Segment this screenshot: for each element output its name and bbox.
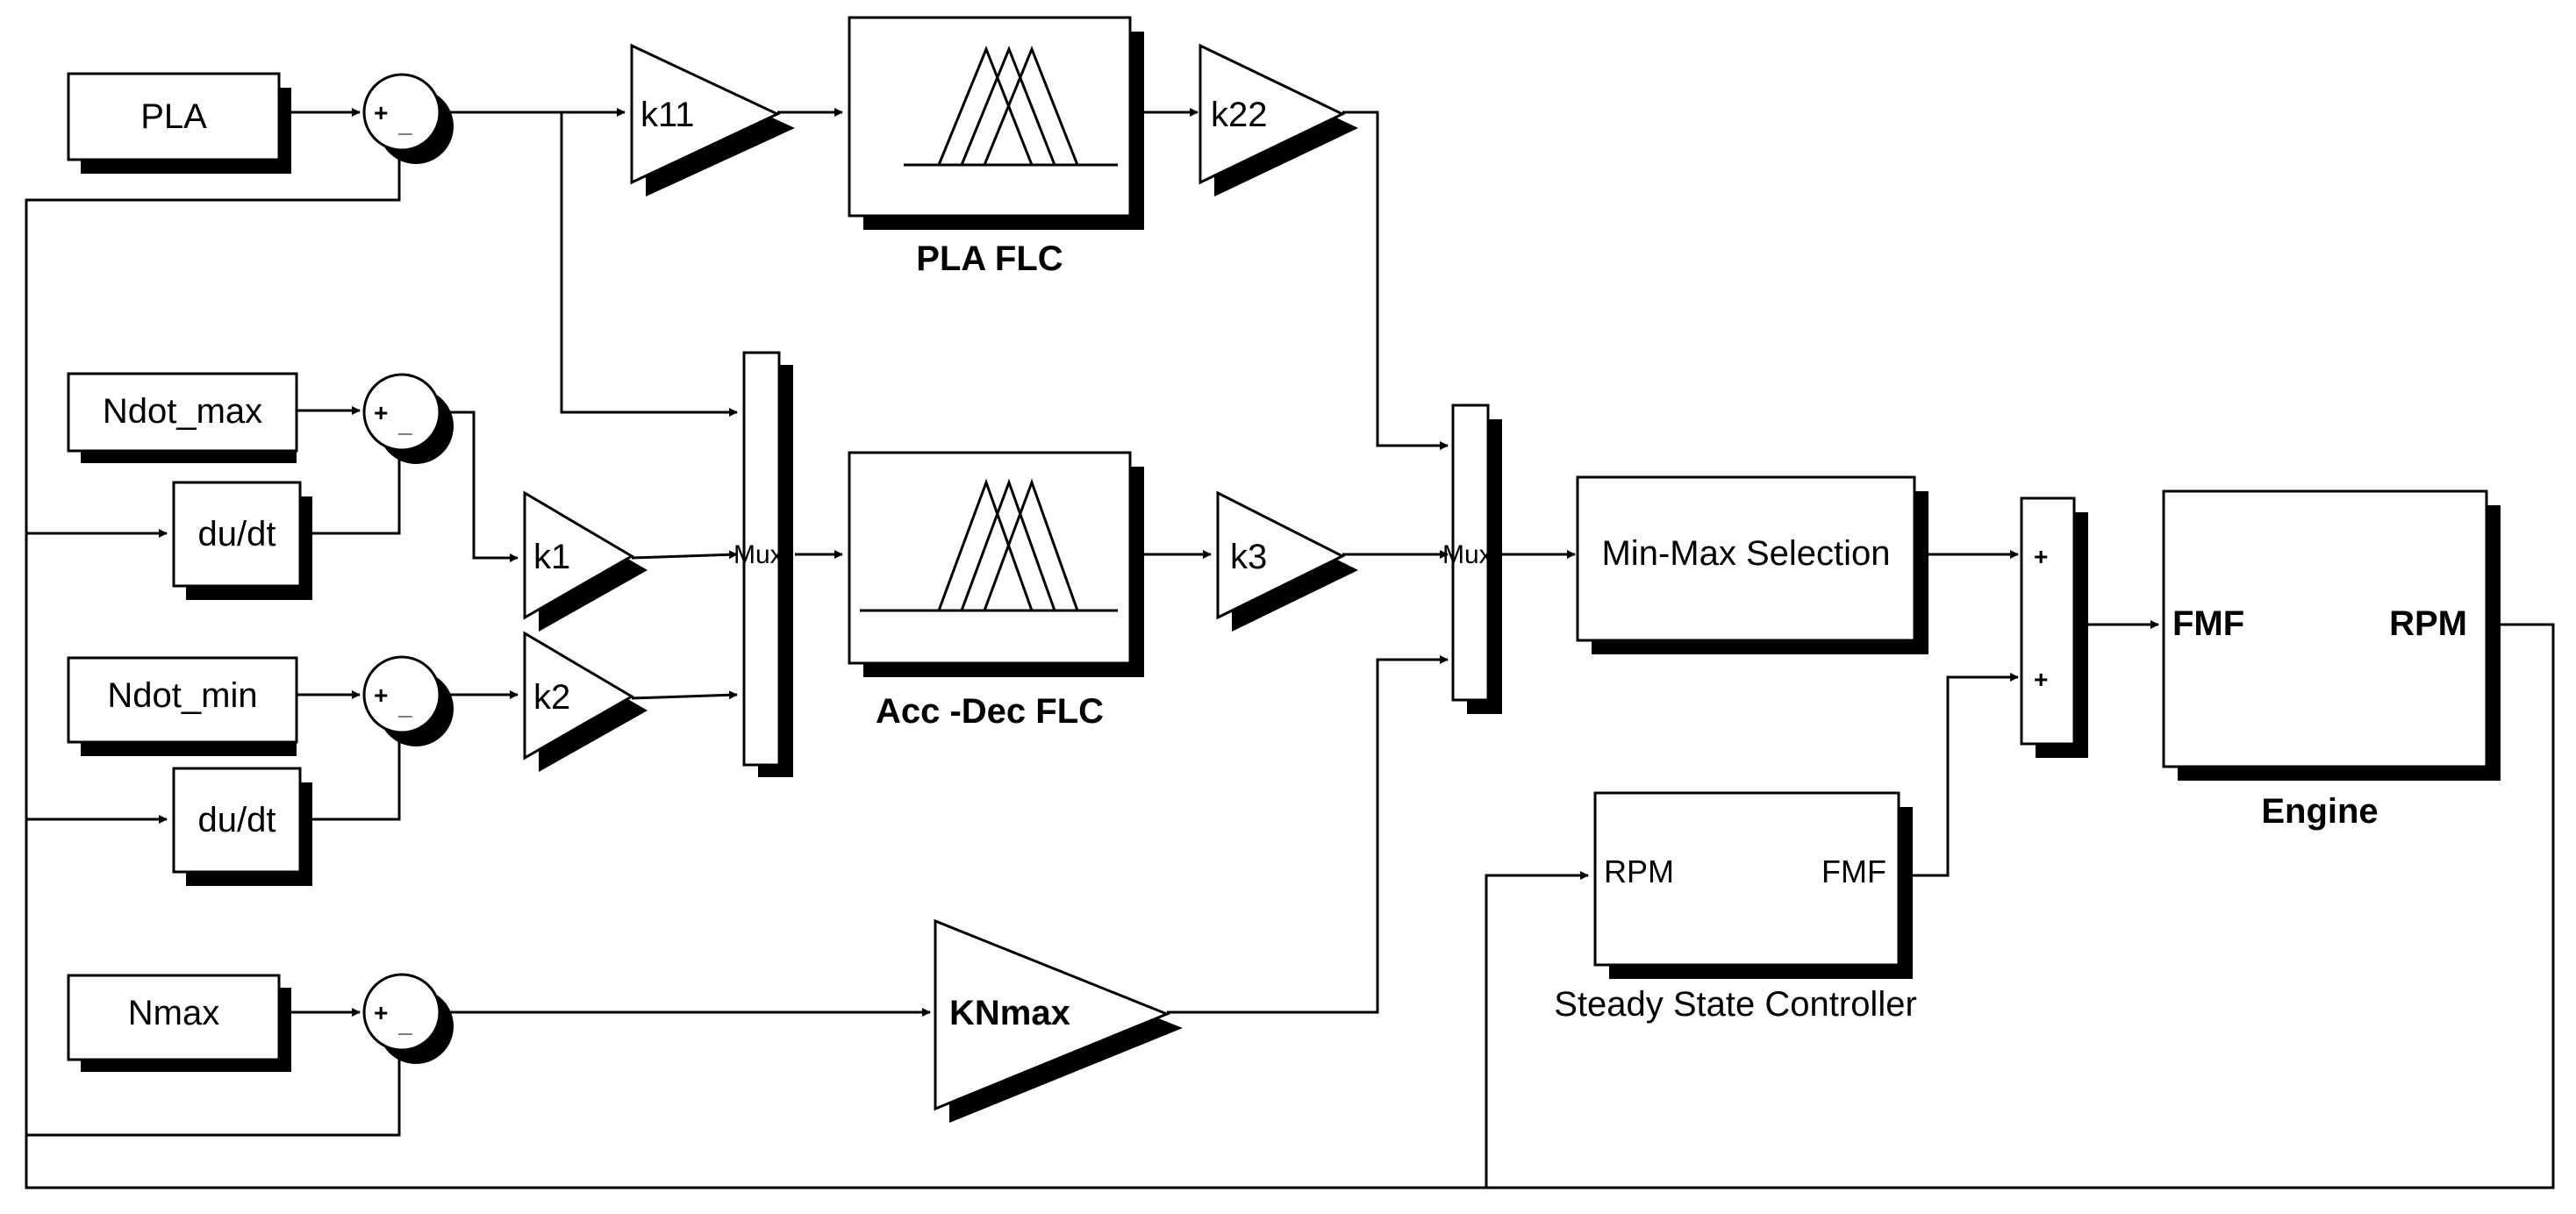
sum-block-nmax[interactable]: + _	[362, 973, 454, 1064]
ndot-min-source-label: Ndot_min	[107, 676, 257, 715]
nmax-source-label: Nmax	[128, 994, 219, 1032]
pla-source-label: PLA	[140, 97, 207, 136]
derivative-lower-label: du/dt	[198, 801, 276, 839]
engine-in-port-label: FMF	[2172, 604, 2244, 643]
derivative-upper-label: du/dt	[198, 515, 276, 553]
adder-plus-top: +	[2034, 543, 2048, 570]
steady-out-port-label: FMF	[1821, 853, 1886, 889]
gain-k11[interactable]: k11	[630, 43, 795, 196]
sum-block-ndot-max[interactable]: + _	[362, 373, 454, 464]
adder-plus-bottom: +	[2034, 666, 2048, 693]
sum-ndot-min-plus: +	[374, 682, 388, 709]
mux-right-label: Mux	[1442, 540, 1492, 569]
sum-block-ndot-min[interactable]: + _	[362, 655, 454, 746]
sum-block-pla[interactable]: + _	[362, 73, 454, 164]
gain-k1-label: k1	[533, 538, 570, 576]
derivative-block-lower[interactable]: du/dt	[172, 767, 312, 886]
membership-functions-icon	[860, 478, 1118, 612]
mux-right[interactable]: Mux	[1442, 403, 1502, 714]
membership-functions-icon	[904, 45, 1118, 167]
sum-nmax-plus: +	[374, 999, 388, 1026]
gain-k11-label: k11	[640, 96, 695, 134]
sum-ndot-max-minus: _	[397, 410, 412, 437]
ndot-max-source-block[interactable]: Ndot_max	[67, 372, 298, 463]
min-max-selection-block[interactable]: Min-Max Selection	[1576, 475, 1928, 654]
sum-nmax-minus: _	[397, 1010, 412, 1037]
gain-k22-label: k22	[1211, 96, 1268, 134]
gain-knmax[interactable]: KNmax	[934, 918, 1183, 1123]
gain-k22[interactable]: k22	[1199, 43, 1358, 196]
nmax-source-block[interactable]: Nmax	[67, 974, 291, 1072]
sum-pla-minus: _	[397, 110, 412, 137]
adder-block[interactable]: + +	[2020, 496, 2088, 758]
gain-k2-label: k2	[533, 678, 570, 717]
ndot-max-source-label: Ndot_max	[103, 392, 262, 431]
ndot-min-source-block[interactable]: Ndot_min	[67, 656, 298, 756]
sum-pla-plus: +	[374, 99, 388, 126]
sum-ndot-max-plus: +	[374, 399, 388, 426]
pla-flc-title: PLA FLC	[916, 239, 1063, 278]
engine-out-port-label: RPM	[2389, 604, 2467, 643]
steady-state-controller-block[interactable]: RPM FMF Steady State Controller	[1554, 791, 1917, 1024]
steady-in-port-label: RPM	[1604, 853, 1674, 889]
signal-wires	[25, 108, 2555, 1189]
sum-ndot-min-minus: _	[397, 692, 412, 719]
derivative-block-upper[interactable]: du/dt	[172, 481, 312, 600]
engine-block[interactable]: FMF RPM Engine	[2162, 489, 2501, 831]
gain-knmax-label: KNmax	[949, 994, 1070, 1032]
pla-source-block[interactable]: PLA	[67, 72, 291, 174]
acc-dec-flc-title: Acc -Dec FLC	[876, 692, 1104, 731]
gain-k3[interactable]: k3	[1216, 490, 1358, 632]
min-max-selection-label: Min-Max Selection	[1601, 534, 1890, 573]
steady-state-controller-title: Steady State Controller	[1554, 985, 1917, 1024]
gain-k2[interactable]: k2	[523, 631, 648, 772]
engine-title: Engine	[2261, 792, 2378, 831]
gain-k1[interactable]: k1	[523, 490, 648, 632]
gain-k3-label: k3	[1230, 538, 1267, 576]
acc-dec-flc-block[interactable]: Acc -Dec FLC	[848, 451, 1144, 731]
pla-flc-block[interactable]: PLA FLC	[848, 16, 1144, 278]
mux-left-label: Mux	[733, 540, 784, 569]
mux-left[interactable]: Mux	[733, 351, 793, 777]
